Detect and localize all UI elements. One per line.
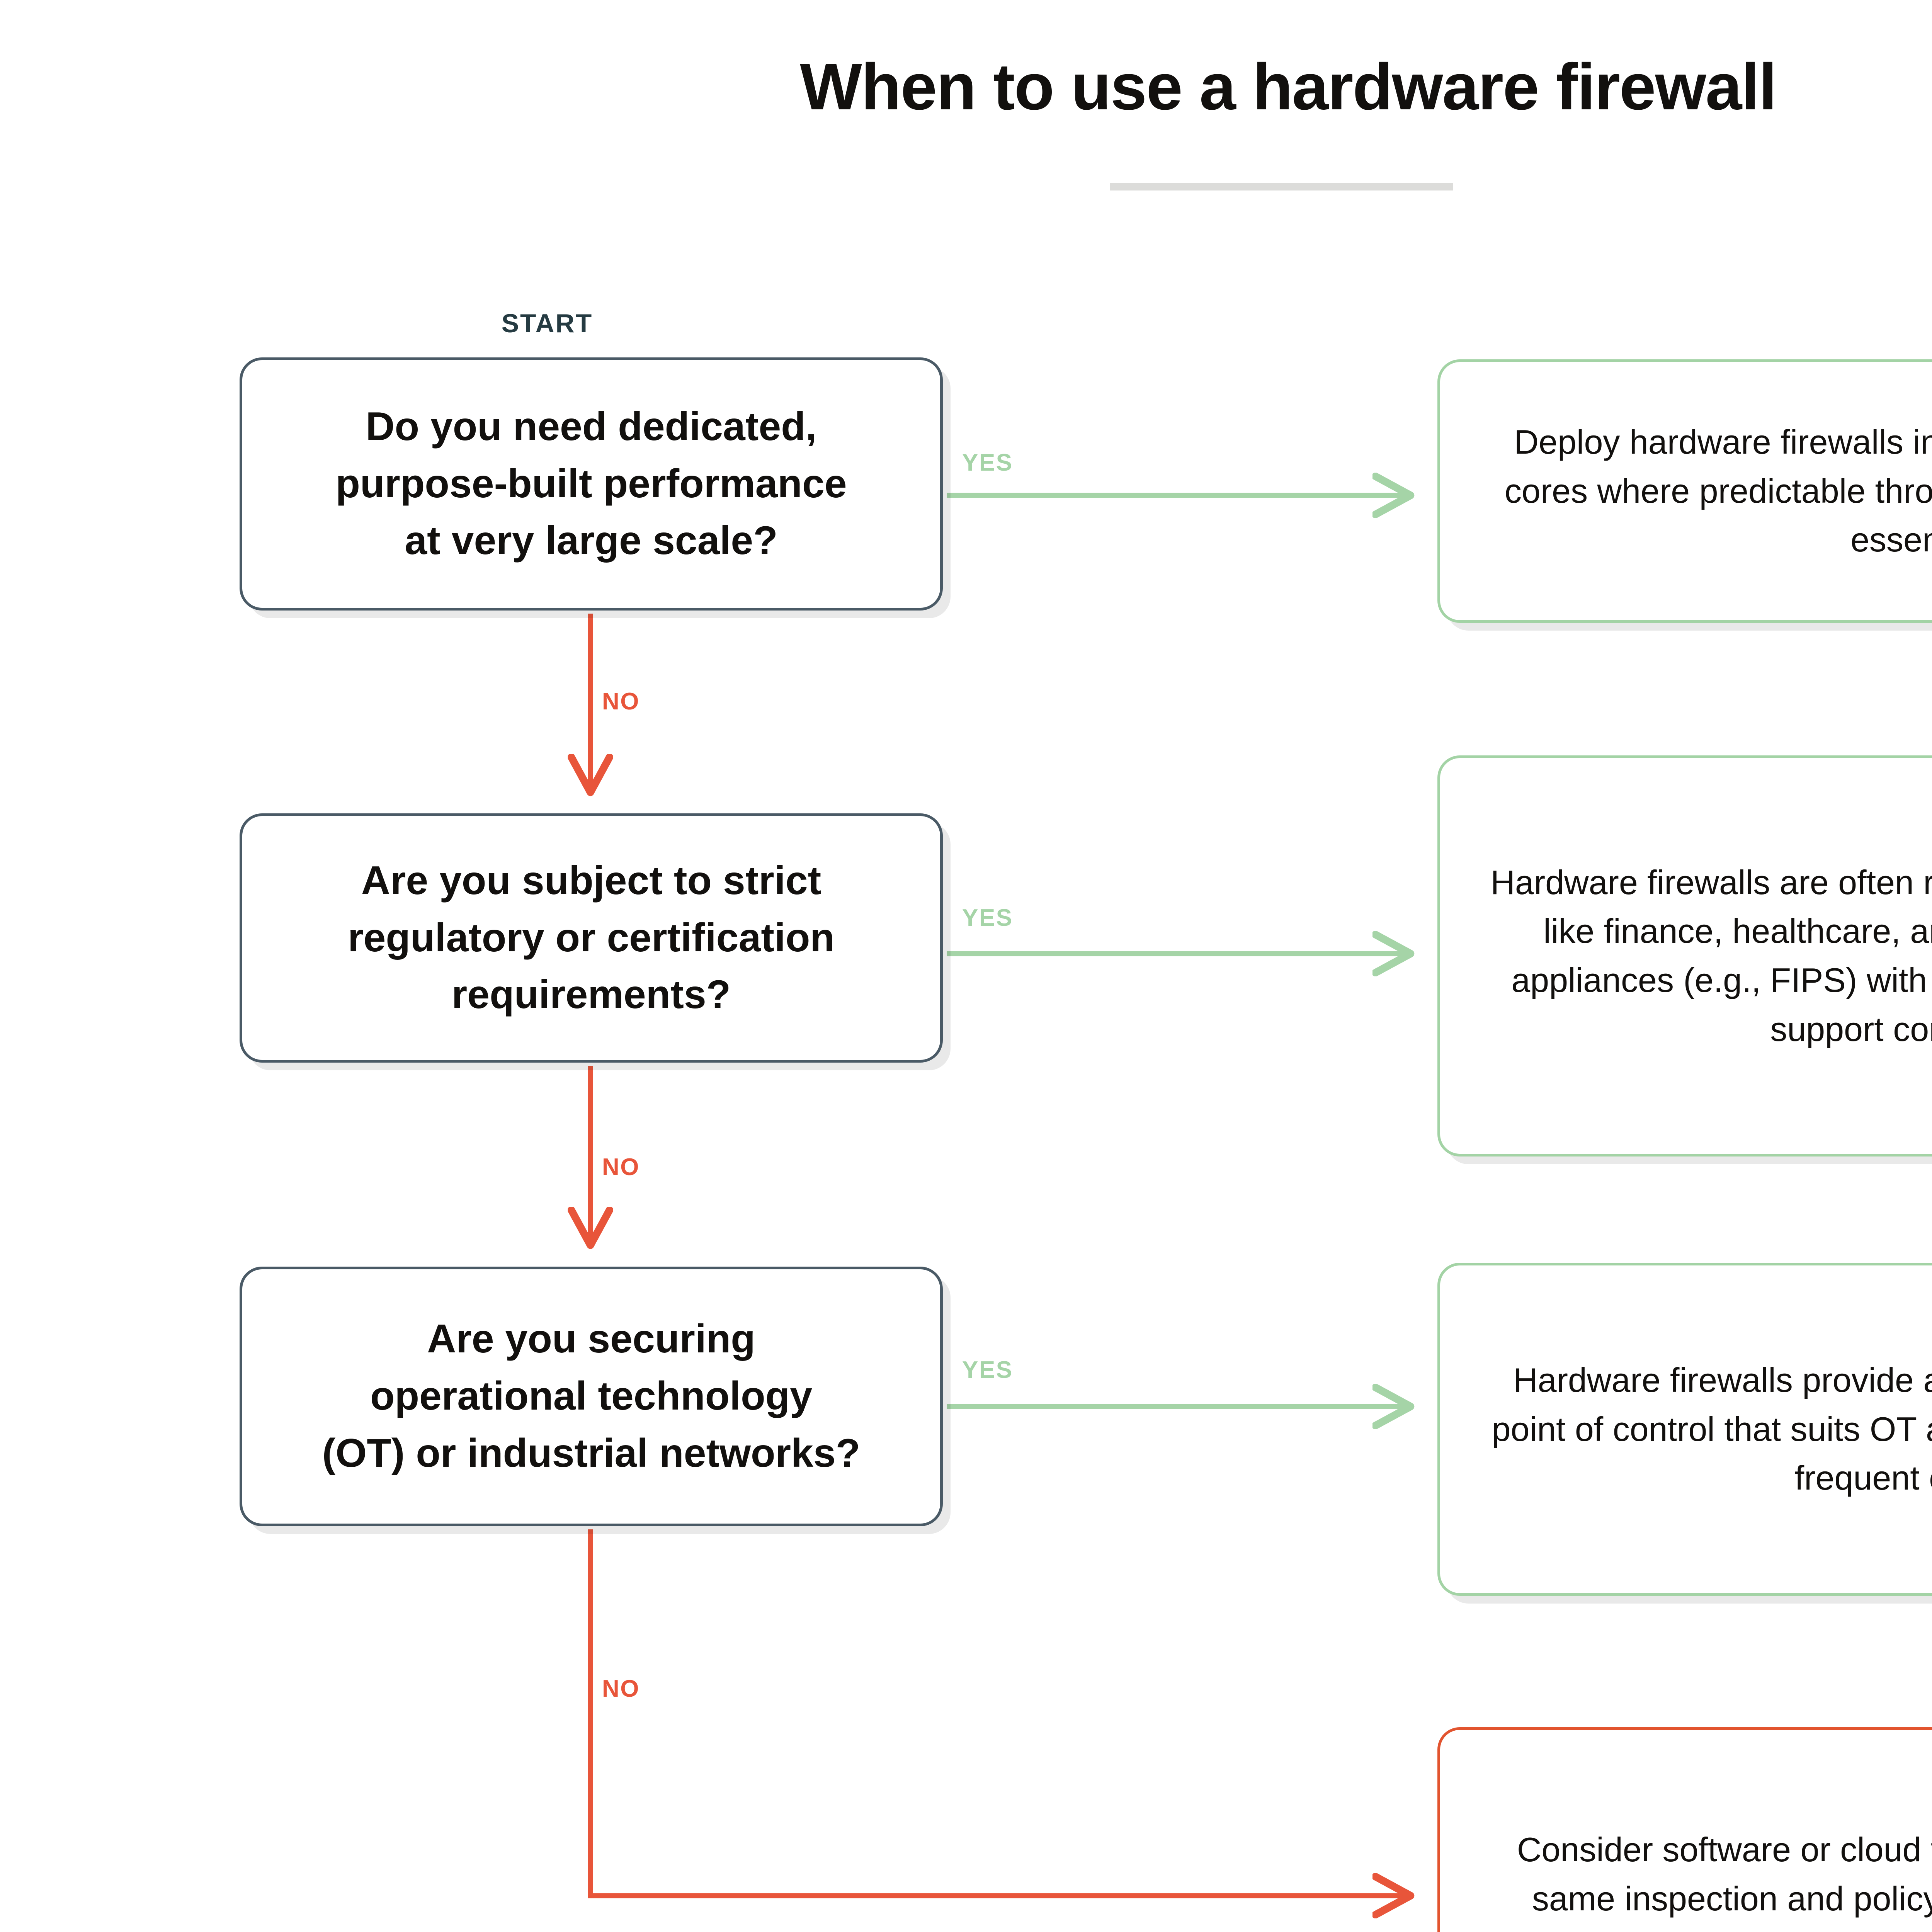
decision-node-q1-text: Do you need dedicated, purpose-built per… xyxy=(335,404,847,563)
page-title: When to use a hardware firewall xyxy=(800,50,1777,124)
decision-node-q3-text: Are you securing operational technology … xyxy=(322,1316,861,1476)
start-label: START xyxy=(501,309,593,338)
edge-q3-no xyxy=(588,1529,1410,1896)
decision-node-q2[interactable]: Are you subject to strict regulatory or … xyxy=(240,813,943,1063)
outcome-node-a2[interactable]: Hardware firewalls are often required in… xyxy=(1437,755,1932,1156)
outcome-node-a3[interactable]: Hardware firewalls provide a clear, phys… xyxy=(1437,1263,1932,1596)
edge-label-yes-1: YES xyxy=(962,449,1013,476)
edge-label-no-2: NO xyxy=(602,1154,640,1180)
decision-node-q3[interactable]: Are you securing operational technology … xyxy=(240,1267,943,1526)
decision-node-q2-text: Are you subject to strict regulatory or … xyxy=(348,858,835,1017)
outcome-node-a1-text: Deploy hardware firewalls in data center… xyxy=(1504,422,1932,559)
outcome-node-a4[interactable]: Consider software or cloud firewalls, wh… xyxy=(1437,1727,1932,1932)
edge-label-yes-2: YES xyxy=(962,905,1013,931)
outcome-node-a1[interactable]: Deploy hardware firewalls in data center… xyxy=(1437,359,1932,623)
title-divider xyxy=(1110,183,1453,190)
edge-label-no-3: NO xyxy=(602,1675,640,1702)
decision-node-q1[interactable]: Do you need dedicated, purpose-built per… xyxy=(240,357,943,611)
edge-label-yes-3: YES xyxy=(962,1357,1013,1383)
outcome-node-a2-text: Hardware firewalls are often required in… xyxy=(1490,863,1932,1048)
outcome-node-a4-text: Consider software or cloud firewalls, wh… xyxy=(1517,1830,1932,1932)
outcome-node-a3-text: Hardware firewalls provide a clear, phys… xyxy=(1492,1361,1932,1497)
edge-label-no-1: NO xyxy=(602,688,640,715)
